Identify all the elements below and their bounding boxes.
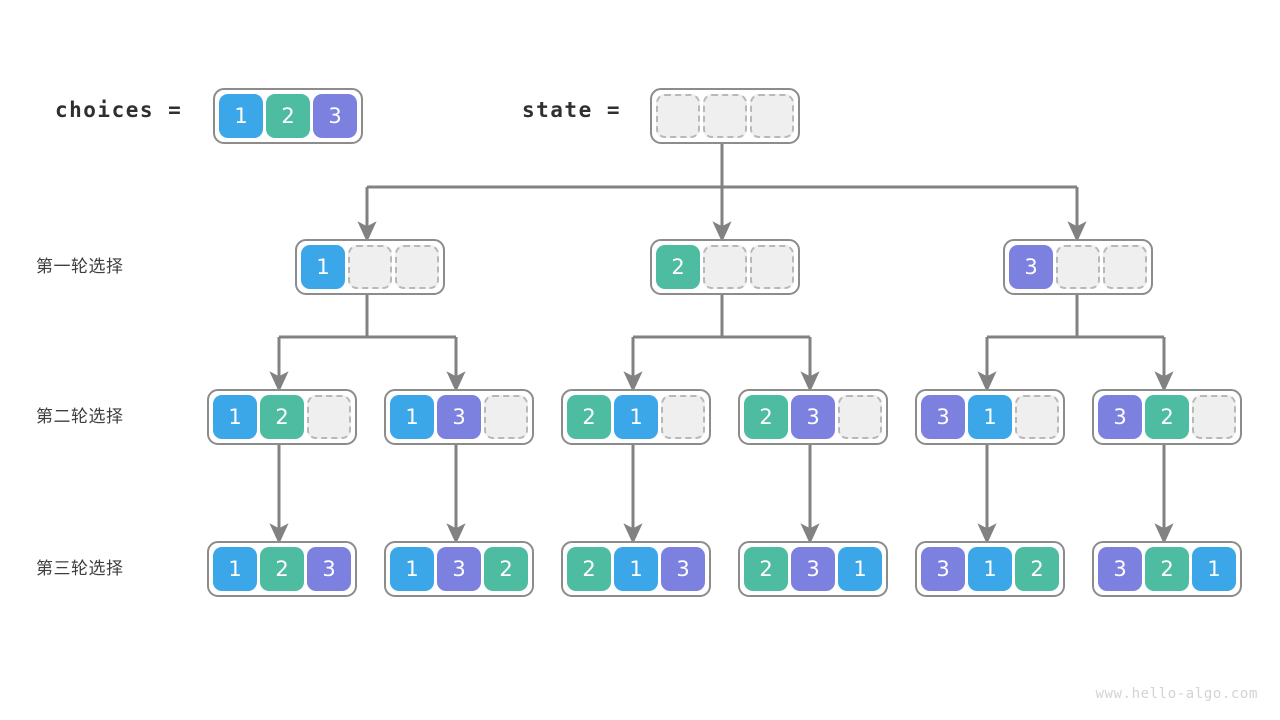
- node-round-2-1-cell-0: 1: [213, 395, 257, 439]
- row-label-round-2: 第二轮选择: [36, 407, 124, 427]
- node-round-2-5-cell-0: 3: [921, 395, 965, 439]
- node-round-1-1-cell-1: [348, 245, 392, 289]
- choices-cell-2: 3: [313, 94, 357, 138]
- node-round-1-1-cell-2: [395, 245, 439, 289]
- node-round-3-2-cell-2: 2: [484, 547, 528, 591]
- node-round-2-2-cell-0: 1: [390, 395, 434, 439]
- state-cell-0: [656, 94, 700, 138]
- node-round-2-5-cell-2: [1015, 395, 1059, 439]
- state-label: state =: [522, 98, 622, 122]
- state-array: [650, 88, 800, 144]
- row-label-round-1: 第一轮选择: [36, 257, 124, 277]
- node-round-2-4-cell-0: 2: [744, 395, 788, 439]
- node-round-3-5-cell-1: 1: [968, 547, 1012, 591]
- node-round-1-3-cell-1: [1056, 245, 1100, 289]
- choices-cell-1: 2: [266, 94, 310, 138]
- node-round-3-4-cell-2: 1: [838, 547, 882, 591]
- node-round-2-5-cell-1: 1: [968, 395, 1012, 439]
- node-round-3-4-cell-0: 2: [744, 547, 788, 591]
- node-round-2-3-cell-0: 2: [567, 395, 611, 439]
- node-round-3-2-cell-1: 3: [437, 547, 481, 591]
- node-round-2-6-cell-1: 2: [1145, 395, 1189, 439]
- node-round-1-1-cell-0: 1: [301, 245, 345, 289]
- node-round-1-2: 2: [650, 239, 800, 295]
- node-round-3-1-cell-2: 3: [307, 547, 351, 591]
- node-round-1-3-cell-2: [1103, 245, 1147, 289]
- node-round-1-2-cell-1: [703, 245, 747, 289]
- node-round-3-1-cell-0: 1: [213, 547, 257, 591]
- node-round-3-1-cell-1: 2: [260, 547, 304, 591]
- state-cell-1: [703, 94, 747, 138]
- node-round-2-4-cell-2: [838, 395, 882, 439]
- node-round-3-5-cell-0: 3: [921, 547, 965, 591]
- node-round-2-2-cell-2: [484, 395, 528, 439]
- node-round-2-2-cell-1: 3: [437, 395, 481, 439]
- node-round-3-6-cell-0: 3: [1098, 547, 1142, 591]
- choices-cell-0: 1: [219, 94, 263, 138]
- node-round-3-3-cell-1: 1: [614, 547, 658, 591]
- watermark: www.hello-algo.com: [1095, 686, 1258, 702]
- state-cell-2: [750, 94, 794, 138]
- node-round-2-1-cell-2: [307, 395, 351, 439]
- node-round-3-3-cell-0: 2: [567, 547, 611, 591]
- node-round-2-1-cell-1: 2: [260, 395, 304, 439]
- node-round-1-3-cell-0: 3: [1009, 245, 1053, 289]
- node-round-3-2-cell-0: 1: [390, 547, 434, 591]
- choices-label: choices =: [55, 98, 183, 122]
- node-round-1-3: 3: [1003, 239, 1153, 295]
- node-round-1-2-cell-2: [750, 245, 794, 289]
- node-round-3-6-cell-1: 2: [1145, 547, 1189, 591]
- node-round-2-4-cell-1: 3: [791, 395, 835, 439]
- row-label-round-3: 第三轮选择: [36, 559, 124, 579]
- node-round-1-1: 1: [295, 239, 445, 295]
- node-round-3-3-cell-2: 3: [661, 547, 705, 591]
- node-round-3-4-cell-1: 3: [791, 547, 835, 591]
- node-round-2-6-cell-2: [1192, 395, 1236, 439]
- node-round-2-6-cell-0: 3: [1098, 395, 1142, 439]
- node-round-1-2-cell-0: 2: [656, 245, 700, 289]
- node-round-2-3-cell-1: 1: [614, 395, 658, 439]
- node-round-2-3-cell-2: [661, 395, 705, 439]
- node-round-3-6-cell-2: 1: [1192, 547, 1236, 591]
- node-round-3-5-cell-2: 2: [1015, 547, 1059, 591]
